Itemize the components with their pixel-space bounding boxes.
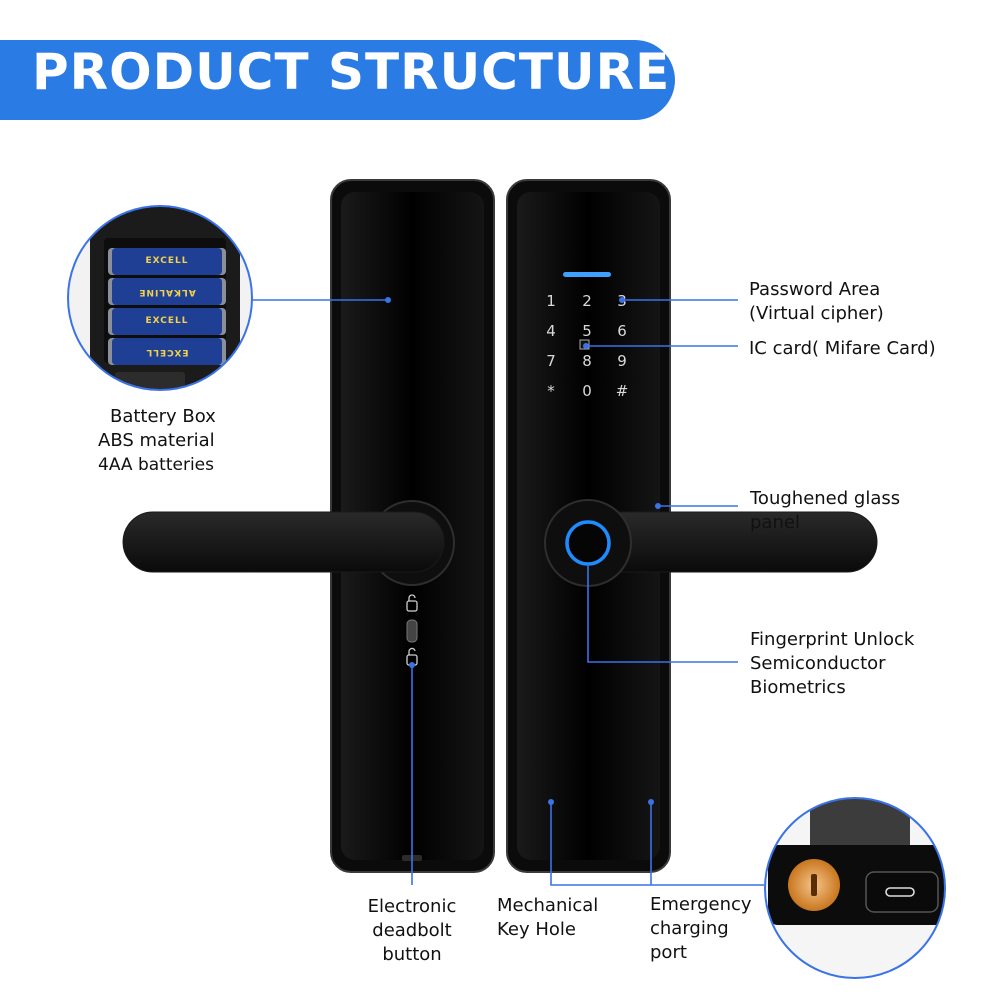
deadbolt-button[interactable] — [406, 594, 418, 666]
callout-dots — [385, 297, 661, 805]
usb-c-port-icon — [885, 887, 915, 897]
fingerprint-sensor[interactable] — [565, 520, 611, 566]
key-hole-label: Mechanical Key Hole — [497, 895, 599, 940]
keypad-key[interactable]: 9 — [617, 352, 627, 370]
callout-lines — [252, 299, 764, 886]
status-light — [563, 272, 611, 277]
keypad-key[interactable]: 5 — [582, 322, 592, 340]
charging-port-zoom — [764, 797, 946, 979]
keypad-key[interactable]: 4 — [546, 322, 556, 340]
keypad-key[interactable]: # — [616, 382, 629, 400]
toughened-glass-label: Toughened glass panel — [750, 488, 901, 533]
keypad-key[interactable]: 0 — [582, 382, 592, 400]
keypad-key[interactable]: 6 — [617, 322, 627, 340]
interior-handle — [122, 500, 455, 586]
battery-box-label: Battery Box ABS material 4AA batteries — [98, 406, 216, 475]
battery-brand: EXCELL ALKALINE EXCELL EXCELL — [112, 248, 222, 365]
ic-card-label: IC card( Mifare Card) — [749, 338, 936, 359]
keypad-key[interactable]: 1 — [546, 292, 556, 310]
fingerprint-label: Fingerprint Unlock Semiconductor Biometr… — [750, 629, 915, 698]
exterior-handle — [544, 499, 878, 587]
keypad-key[interactable]: * — [547, 382, 555, 400]
keypad-key[interactable]: 2 — [582, 292, 592, 310]
page-title: PRODUCT STRUCTURE — [32, 43, 671, 101]
password-area-label: Password Area (Virtual cipher) — [749, 279, 884, 324]
deadbolt-label: Electronic deadbolt button — [367, 896, 457, 965]
title-banner — [0, 40, 675, 120]
keypad-key[interactable]: 7 — [546, 352, 556, 370]
charging-port-label: Emergency charging port — [650, 894, 752, 963]
keypad-key[interactable]: 8 — [582, 352, 592, 370]
